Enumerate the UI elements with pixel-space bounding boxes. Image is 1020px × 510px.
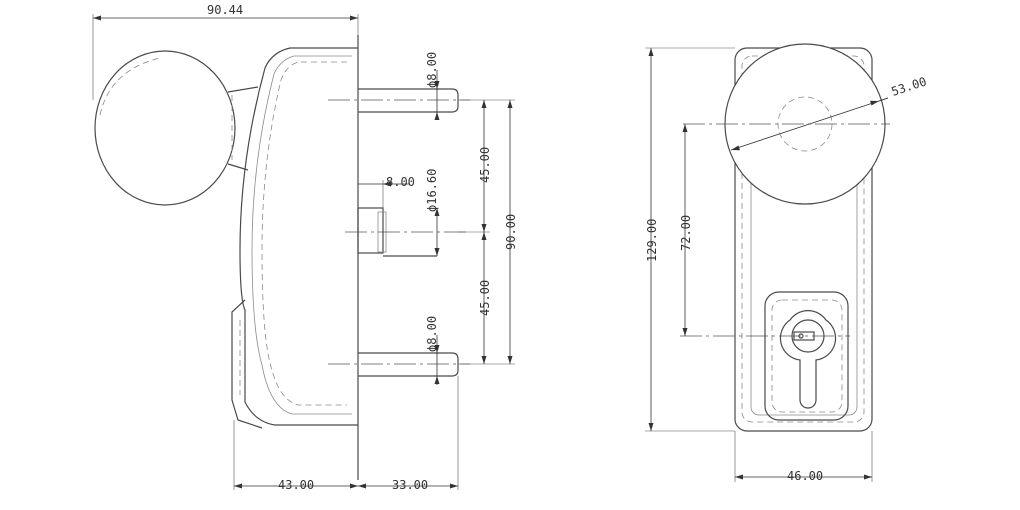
upper-spacing-label: 45.00 [478, 147, 492, 183]
overall-width-label: 90.44 [207, 3, 243, 17]
pin-top-diameter-label: ϕ8.00 [425, 52, 439, 88]
knob-neck [227, 86, 259, 171]
top-pin [358, 88, 459, 113]
center-distance-label: 72.00 [679, 215, 693, 251]
pin-bottom-diameter-label: ϕ8.00 [425, 316, 439, 352]
front-view: 53.00 129.00 72.00 46.00 [645, 43, 929, 483]
bottom-pin [358, 352, 459, 377]
euro-cylinder [779, 310, 837, 409]
spindle [357, 207, 384, 254]
knob-ball [94, 50, 236, 206]
knob-diameter-label: 53.00 [890, 74, 929, 98]
pin-length-label: 33.00 [392, 478, 428, 492]
spindle-length-label: 8.00 [386, 175, 415, 189]
release-lever [231, 299, 263, 429]
total-spacing-label: 90.00 [504, 214, 518, 250]
lock-body [239, 47, 358, 426]
lock-body-hidden [261, 61, 347, 406]
lower-spacing-label: 45.00 [478, 280, 492, 316]
lock-body-inner [251, 55, 352, 415]
overall-height-label: 129.00 [645, 219, 659, 262]
plate-width-label: 46.00 [787, 469, 823, 483]
knob-ball-hidden [99, 57, 161, 116]
cylinder-housing [764, 291, 849, 421]
side-view: 90.44 ϕ8.00 8.00 ϕ16.60 45.00 45.00 90.0… [92, 3, 518, 492]
body-depth-label: 43.00 [278, 478, 314, 492]
spindle-diameter-label: ϕ16.60 [425, 169, 439, 212]
